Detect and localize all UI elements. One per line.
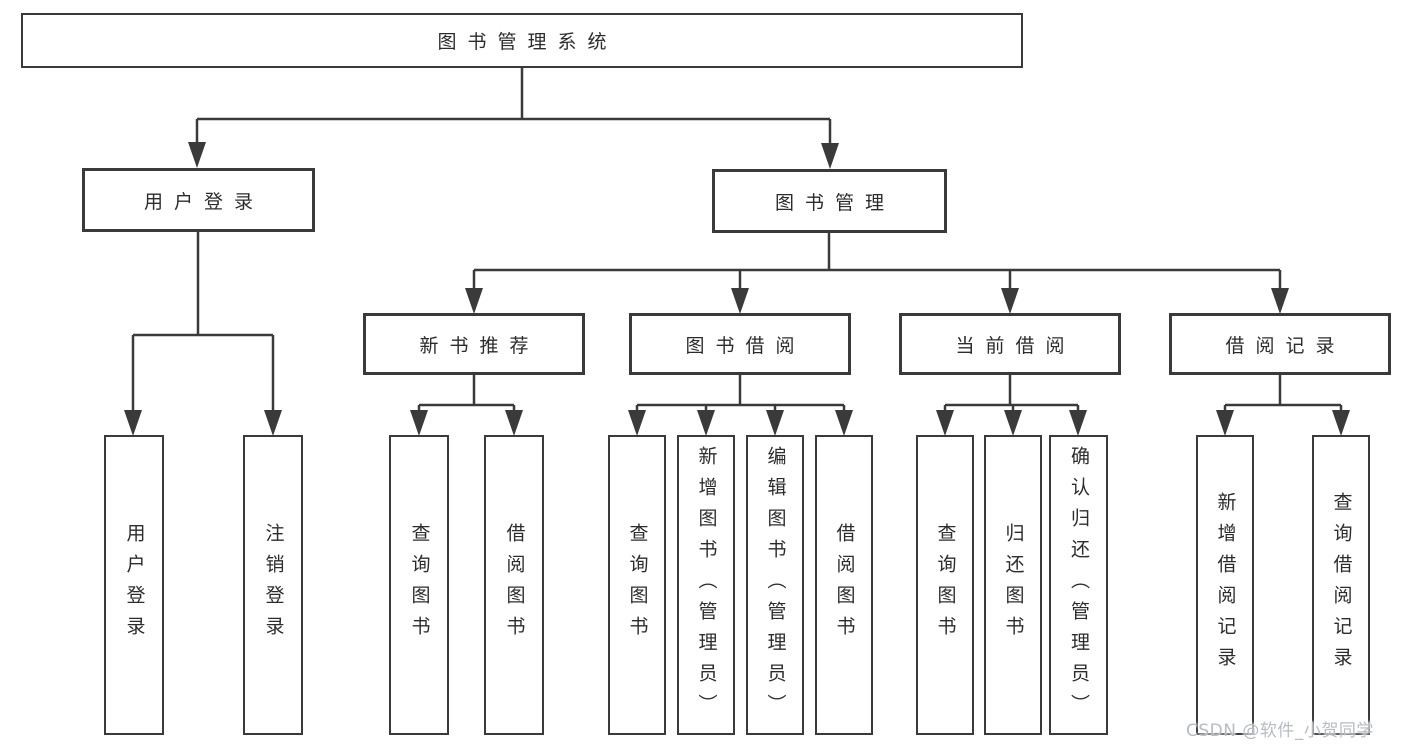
node-new-book-recommend: 新书推荐 bbox=[363, 313, 585, 375]
node-add-borrow-record: 新增借阅记录 bbox=[1196, 435, 1254, 735]
node-add-books-admin: 新增图书（管理员） bbox=[677, 435, 735, 735]
node-user-login-action: 用户登录 bbox=[104, 435, 164, 735]
node-borrow-books-borrowing: 借阅图书 bbox=[815, 435, 873, 735]
node-logout-action: 注销登录 bbox=[243, 435, 303, 735]
leaf-label: 查询借阅记录 bbox=[1330, 492, 1353, 678]
leaf-label: 确认归还（管理员） bbox=[1068, 445, 1090, 725]
node-book-management: 图书管理 bbox=[712, 169, 947, 233]
node-return-books: 归还图书 bbox=[984, 435, 1042, 735]
leaf-label: 新增借阅记录 bbox=[1214, 492, 1237, 678]
leaf-label: 借阅图书 bbox=[833, 523, 856, 647]
node-library-management-system: 图书管理系统 bbox=[21, 13, 1023, 68]
leaf-label: 归还图书 bbox=[1002, 523, 1025, 647]
node-query-books-recommend: 查询图书 bbox=[389, 435, 449, 735]
leaf-label: 注销登录 bbox=[262, 523, 285, 647]
leaf-label: 借阅图书 bbox=[503, 523, 526, 647]
node-current-borrowing: 当前借阅 bbox=[899, 313, 1121, 375]
leaf-label: 查询图书 bbox=[626, 523, 649, 647]
node-query-borrow-record: 查询借阅记录 bbox=[1312, 435, 1370, 735]
leaf-label: 用户登录 bbox=[123, 523, 146, 647]
leaf-label: 新增图书（管理员） bbox=[695, 445, 718, 725]
node-query-books-borrowing: 查询图书 bbox=[608, 435, 666, 735]
node-borrowing-records: 借阅记录 bbox=[1169, 313, 1391, 375]
leaf-label: 查询图书 bbox=[408, 523, 431, 647]
leaf-label: 查询图书 bbox=[934, 523, 957, 647]
node-confirm-return-admin: 确认归还（管理员） bbox=[1049, 435, 1108, 735]
node-book-borrowing: 图书借阅 bbox=[629, 313, 851, 375]
node-edit-books-admin: 编辑图书（管理员） bbox=[746, 435, 804, 735]
node-user-login: 用户登录 bbox=[82, 168, 315, 232]
leaf-label: 编辑图书（管理员） bbox=[764, 445, 787, 725]
node-query-books-current: 查询图书 bbox=[916, 435, 974, 735]
node-borrow-books-recommend: 借阅图书 bbox=[484, 435, 544, 735]
csdn-watermark: CSDN @软件_小贺同学 bbox=[1186, 721, 1374, 741]
